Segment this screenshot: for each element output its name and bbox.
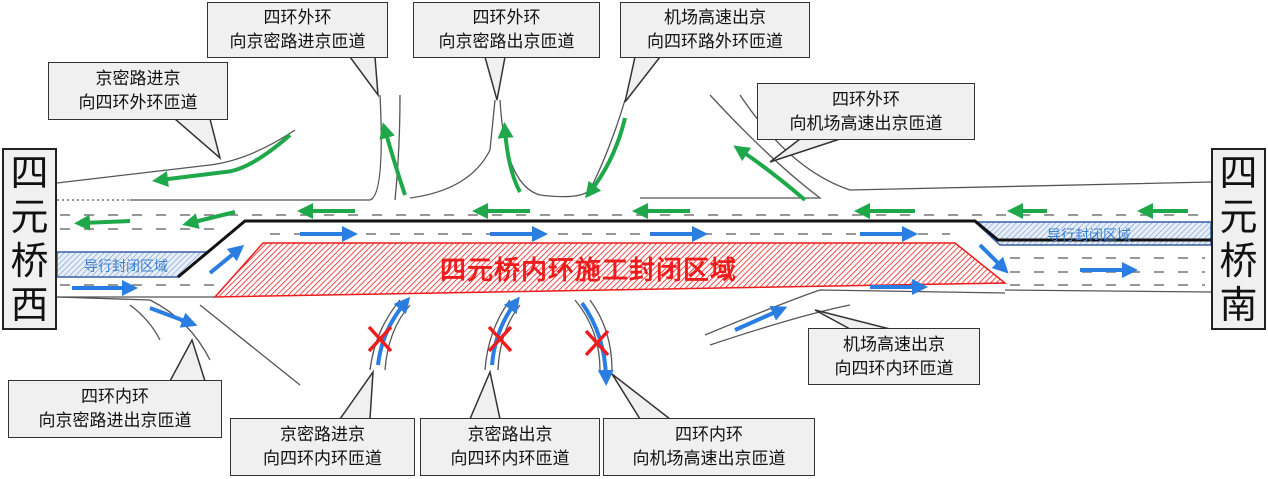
callout-jingmi-out-to-inner: 京密路出京向四环内环匝道 — [420, 418, 600, 476]
closed-x-icon — [584, 329, 610, 357]
callout-outer-to-jingmi-out: 四环外环向京密路出京匝道 — [413, 2, 600, 58]
callout-line: 向机场高速出京匝道 — [632, 449, 786, 469]
callout-line: 四环外环 — [263, 8, 332, 28]
callout-line: 向四环内环匝道 — [263, 449, 382, 469]
closure-zone-label: 四元桥内环施工封闭区域 — [440, 256, 738, 286]
outbound-arrows — [74, 117, 1188, 231]
west-bridge-label: 四元桥西 — [2, 148, 57, 330]
callout-line: 向京密路出京匝道 — [438, 32, 575, 52]
callout-line: 四环外环 — [472, 8, 541, 28]
callout-inner-to-airport: 四环内环向机场高速出京匝道 — [603, 418, 815, 476]
median-divider — [177, 219, 1211, 279]
callout-airport-to-inner: 机场高速出京向四环内环匝道 — [808, 328, 980, 385]
callout-line: 向四环路外环匝道 — [647, 32, 783, 52]
east-bridge-label: 四元桥南 — [1211, 148, 1266, 330]
callout-outer-to-jingmi-in: 四环外环向京密路进京匝道 — [207, 2, 388, 58]
callout-line: 京密路出京 — [467, 425, 553, 445]
closure-zone — [213, 242, 1008, 298]
callout-jingmi-in-to-outer: 京密路进京向四环外环匝道 — [48, 62, 228, 120]
bridge-char: 桥 — [1219, 239, 1258, 283]
callout-line: 机场高速出京 — [664, 8, 766, 28]
callout-line: 机场高速出京 — [843, 334, 945, 355]
callout-line: 京密路进京 — [95, 69, 181, 89]
callout-line: 向机场高速出京匝道 — [789, 113, 943, 134]
bridge-char: 四 — [1219, 151, 1258, 195]
closed-x-icon — [487, 325, 513, 353]
callout-airport-to-outer: 机场高速出京向四环路外环匝道 — [620, 2, 810, 58]
closed-ramp-marks — [367, 325, 610, 357]
callout-jingmi-in-to-inner: 京密路进京向四环内环匝道 — [230, 418, 415, 476]
callout-line: 向京密路进出京匝道 — [38, 411, 192, 431]
callout-line: 向四环外环匝道 — [78, 93, 198, 113]
callout-line: 向四环内环匝道 — [834, 358, 954, 379]
callout-outer-to-airport: 四环外环向机场高速出京匝道 — [757, 83, 975, 140]
callout-line: 四环内环 — [81, 387, 149, 407]
bridge-char: 元 — [10, 195, 49, 239]
callout-line: 四环外环 — [832, 89, 900, 110]
callout-line: 向四环内环匝道 — [450, 449, 570, 469]
closed-x-icon — [367, 325, 393, 353]
callout-inner-to-jingmi: 四环内环向京密路进出京匝道 — [8, 380, 222, 438]
bridge-char: 西 — [10, 283, 49, 327]
guide-zone-east-label: 导行封闭区域 — [1047, 228, 1131, 244]
bridge-char: 四 — [10, 151, 49, 195]
callout-line: 京密路进京 — [280, 425, 365, 445]
callout-line: 向京密路进京匝道 — [229, 32, 366, 52]
bridge-char: 桥 — [10, 239, 49, 283]
bridge-char: 南 — [1219, 283, 1258, 327]
bridge-char: 元 — [1219, 195, 1258, 239]
callout-line: 四环内环 — [675, 425, 743, 445]
guide-zone-west-label: 导行封闭区域 — [84, 259, 168, 275]
